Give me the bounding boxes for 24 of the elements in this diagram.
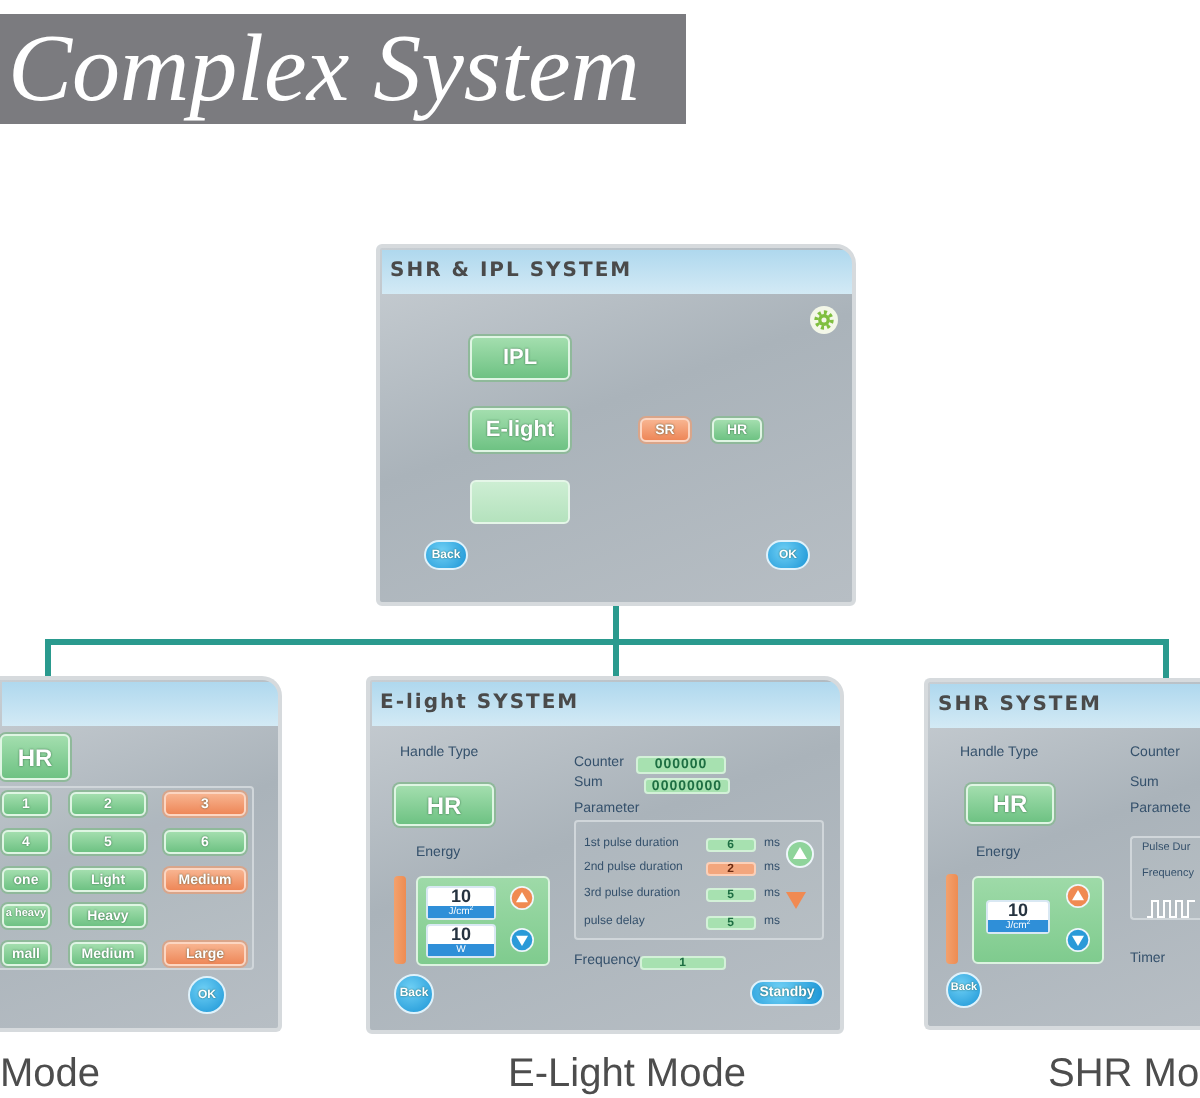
screen-panel: [366, 676, 844, 1034]
energy-readout: [426, 886, 496, 920]
screen-panel: [924, 678, 1200, 1030]
screen-title: SHR SYSTEM: [938, 692, 1103, 720]
connector-line: [613, 606, 1169, 678]
mode-caption: SHR Mo: [1048, 1052, 1200, 1096]
mode-button: IPL: [470, 336, 570, 380]
handle-type-button: HR: [966, 784, 1054, 824]
readout-value: 10: [448, 926, 473, 944]
readout-value: 10: [1005, 902, 1030, 920]
handle-type-button: HR: [394, 784, 494, 826]
mode-caption: Mode: [0, 1052, 101, 1096]
screen-title: SHR & IPL SYSTEM: [390, 258, 633, 286]
readout-value: 10: [448, 888, 473, 906]
handle-type-button: HR: [0, 734, 70, 780]
blank-button: [470, 480, 570, 524]
screen-title: E-light SYSTEM: [380, 690, 580, 718]
screen-panel: [0, 676, 282, 1032]
title-banner: Complex System: [0, 14, 686, 124]
mode-button: E-light: [470, 408, 570, 452]
energy-readout: [986, 900, 1050, 934]
energy-readout: [426, 924, 496, 958]
mode-caption: E-Light Mode: [508, 1052, 746, 1096]
screen-panel: [376, 244, 856, 606]
